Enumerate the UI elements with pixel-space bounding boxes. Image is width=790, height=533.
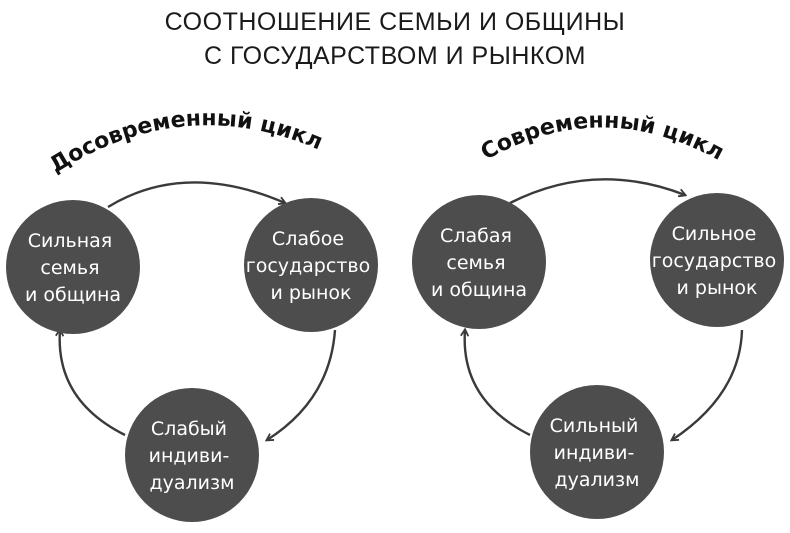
node-label-line: государство	[246, 255, 370, 277]
arrow-weak-family-to-strong-state	[509, 178, 685, 205]
svg-text:Сильный индиви-: Сильный индиви- дуализм	[550, 415, 645, 491]
arrow-weak-state-to-weak-individualism	[267, 329, 337, 440]
node-weak-family-community: Слабая семья и община	[412, 195, 546, 329]
node-label-line: Слабый	[151, 418, 227, 440]
title-line-1: СООТНОШЕНИЕ СЕМЬИ И ОБЩИНЫ	[164, 8, 626, 36]
node-label-line: дуализм	[150, 472, 235, 494]
svg-text:Сильная семья: Сильная семья и община	[25, 230, 121, 306]
node-label-line: Сильное	[672, 223, 757, 245]
arrow-weak-individualism-to-strong-family	[60, 330, 126, 437]
modern-cycle: Современный цикл Слабая семья и община С…	[412, 108, 784, 519]
node-label-line: Слабая	[440, 225, 512, 247]
node-label-line: семья	[40, 257, 99, 279]
node-strong-state-market: Сильное государство и рынок	[650, 193, 784, 327]
node-label-line: и рынок	[677, 277, 758, 299]
node-label-line: и община	[25, 284, 121, 306]
node-label-line: государство	[652, 250, 776, 272]
node-label-line: и рынок	[271, 282, 352, 304]
svg-text:Слабая семья и: Слабая семья и община	[431, 225, 527, 301]
svg-text:Слабое государство: Слабое государство и рынок	[246, 228, 377, 304]
node-label-line: индиви-	[149, 445, 230, 467]
node-label-line: индиви-	[554, 442, 635, 464]
arrow-strong-family-to-weak-state	[107, 181, 285, 209]
title-line-2: С ГОСУДАРСТВОМ И РЫНКОМ	[204, 42, 586, 70]
node-label-line: дуализм	[555, 469, 640, 491]
premodern-cycle: Досовременный цикл Сильная семья и общин…	[6, 106, 378, 522]
node-strong-family-community: Сильная семья и община	[6, 200, 140, 334]
svg-text:Сильное государство: Сильное государство и рынок	[652, 223, 783, 299]
node-weak-state-market: Слабое государство и рынок	[244, 198, 378, 332]
arrow-strong-state-to-strong-individualism	[672, 329, 744, 440]
svg-text:Слабый индиви-: Слабый индиви- дуализм	[149, 418, 236, 494]
node-label-line: семья	[446, 252, 505, 274]
arrow-strong-individualism-to-weak-family	[465, 330, 531, 437]
cycle-title-modern: Современный цикл	[477, 108, 728, 165]
node-label-line: и община	[431, 279, 527, 301]
node-strong-individualism: Сильный индиви- дуализм	[530, 385, 664, 519]
cycle-title-premodern: Досовременный цикл	[45, 106, 326, 178]
node-label-line: Сильный	[550, 415, 639, 437]
node-label-line: Сильная	[28, 230, 112, 252]
node-weak-individualism: Слабый индиви- дуализм	[125, 388, 259, 522]
node-label-line: Слабое	[272, 228, 344, 250]
